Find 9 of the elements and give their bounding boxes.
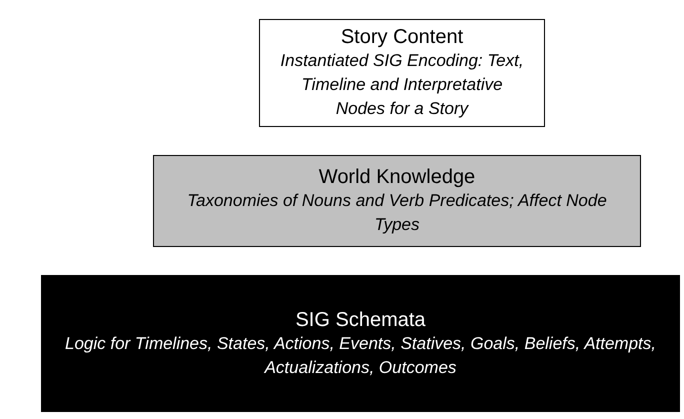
layer-box <box>259 19 545 127</box>
layer-heading: SIG Schemata <box>295 308 426 332</box>
layer-box <box>41 275 680 412</box>
layer-description: Instantiated SIG Encoding: Text, Timeline and Interpretative Nodes for a Story <box>279 50 525 120</box>
layer-heading: World Knowledge <box>318 165 476 189</box>
layer-description: Taxonomies of Nouns and Verb Predicates; Affect Node Types <box>186 190 608 236</box>
layer-box <box>153 155 641 247</box>
layer-heading: Story Content <box>340 25 464 49</box>
layer-description: Logic for Timelines, States, Actions, Events, Statives, Goals, Beliefs, Attempts, Actualizations, Outcomes <box>64 332 657 378</box>
